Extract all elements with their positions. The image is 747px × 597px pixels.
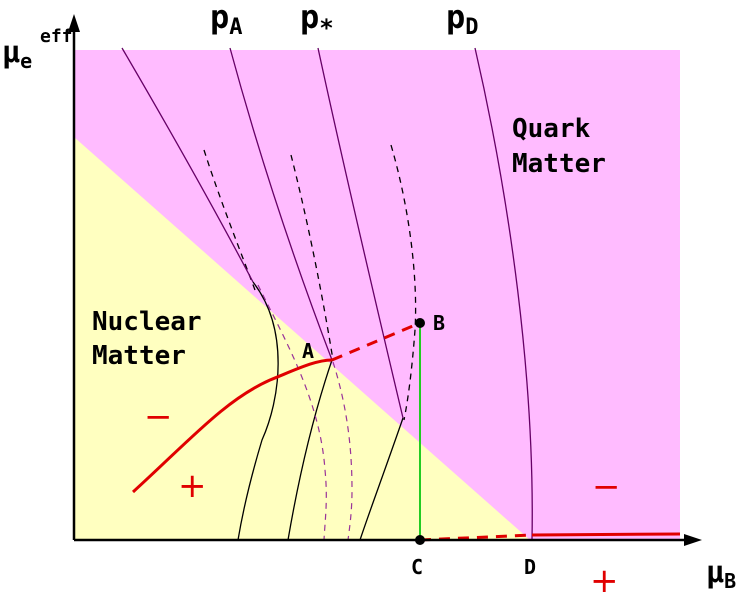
isobar-nuclear-3 — [359, 417, 404, 541]
point-label-A: A — [302, 339, 314, 363]
quark-region-label-line1: Quark — [512, 114, 591, 144]
point-label-C: C — [411, 555, 423, 579]
isobar-pstar — [317, 47, 404, 419]
isobar-nuclear-2 — [287, 359, 333, 541]
isobar-pD — [474, 47, 533, 541]
quark-region-label-line2: Matter — [512, 149, 606, 179]
curve-label-pA: pA — [210, 0, 243, 40]
dashed-purple-isobar-1 — [257, 284, 327, 541]
x-axis-arrowhead — [684, 534, 702, 546]
y-axis-label: μe — [2, 35, 32, 73]
sign-axis-plus: + — [590, 561, 619, 597]
isobar-nuclear-1 — [237, 281, 279, 541]
point-B-marker — [415, 318, 425, 328]
isobar-pA — [121, 47, 254, 283]
y-axis-superscript: eff — [40, 26, 73, 47]
isobar-p-mid — [229, 47, 333, 361]
sign-nuclear-minus: − — [144, 397, 173, 437]
point-C-marker — [415, 535, 425, 545]
sign-quark-minus: − — [592, 467, 621, 507]
sign-nuclear-plus: + — [178, 466, 207, 506]
point-label-D: D — [524, 555, 536, 579]
red-path-AB-dashed — [331, 321, 421, 362]
point-label-B: B — [433, 311, 445, 335]
red-path-quark — [531, 532, 681, 537]
dashed-isobar-2 — [290, 154, 334, 361]
nuclear-region-label-line2: Matter — [92, 341, 186, 371]
dashed-isobar-3 — [390, 144, 417, 421]
nuclear-region-label-line1: Nuclear — [92, 307, 202, 337]
curve-label-pD: pD — [446, 0, 479, 40]
curve-label-pstar: p* — [300, 0, 334, 42]
y-axis-arrowhead — [68, 14, 80, 32]
red-path-nuclear — [131, 358, 333, 494]
x-axis-label: μB — [706, 555, 736, 593]
